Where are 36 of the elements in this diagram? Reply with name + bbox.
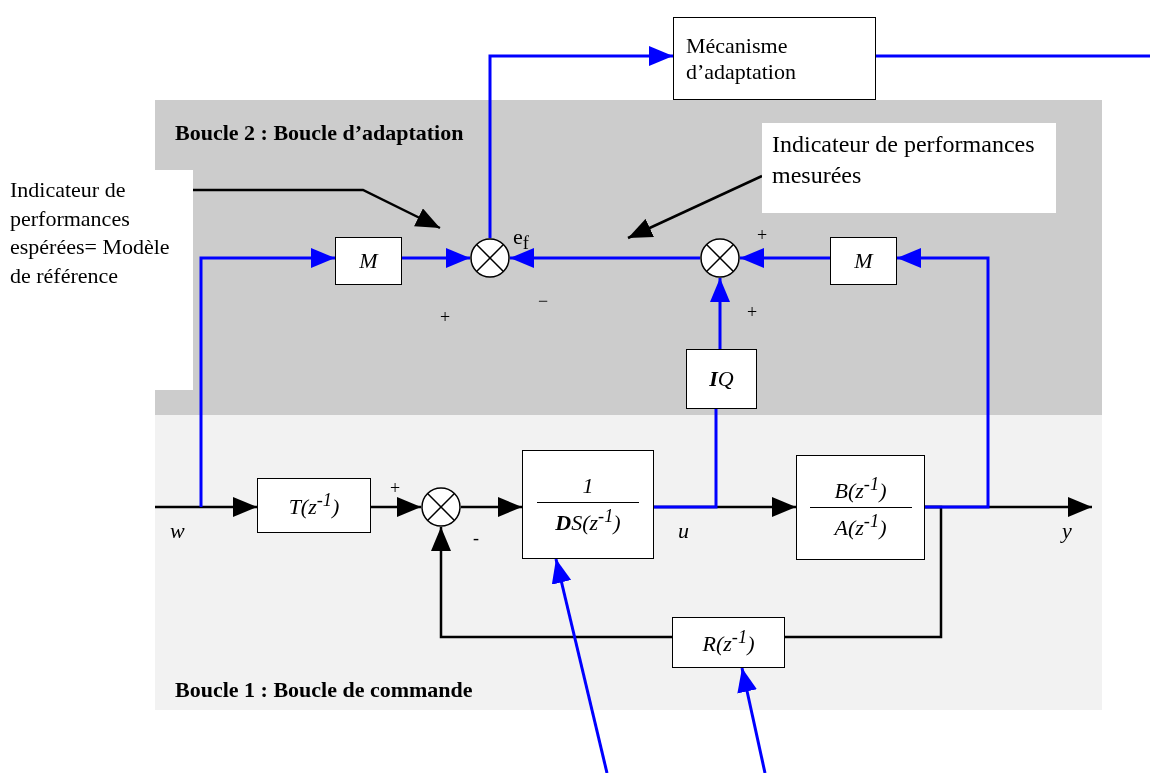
arrow	[431, 527, 672, 639]
arrow	[488, 46, 673, 238]
model-block: M	[335, 237, 402, 285]
plant-block: B(z$^{-1}$) A(z$^{-1}$)	[796, 455, 925, 560]
arrow	[737, 667, 767, 773]
sign-label: +	[390, 478, 401, 499]
sign-label: +	[757, 225, 768, 246]
annotation-text: Indicateur de performances mesurées	[772, 130, 1036, 191]
arrow	[551, 558, 609, 773]
arrow	[510, 248, 700, 268]
transfer-block: T(z$^{-1}$)	[257, 478, 371, 533]
arrow	[155, 497, 257, 517]
filter-block: IQ	[686, 349, 757, 409]
leader-line	[193, 188, 441, 230]
signal-label: e$_{f}$	[513, 224, 529, 255]
arrow	[897, 248, 990, 509]
sign-label: +	[747, 302, 758, 323]
adaptation-block: Mécanisme d’adaptation	[673, 17, 876, 100]
sign-label: +	[440, 307, 451, 328]
signal-label: u	[678, 518, 689, 544]
sign-label: -	[473, 528, 479, 549]
arrow	[199, 248, 335, 507]
model-block: M	[830, 237, 897, 285]
leader-line	[627, 174, 763, 240]
control-loop-panel	[155, 415, 1102, 710]
signal-label: y	[1062, 518, 1072, 544]
arrow	[461, 497, 522, 517]
controller-block: 1 DS(z$^{-1}$)	[522, 450, 654, 559]
signal-label: w	[170, 518, 185, 544]
sign-label: −	[538, 291, 549, 312]
feedback-block: R(z$^{-1}$)	[672, 617, 785, 668]
arrow	[710, 278, 730, 349]
arrow	[402, 248, 470, 268]
arrow	[740, 248, 830, 268]
annotation-text: Indicateur de performances espérées= Modèle de référence	[10, 176, 171, 290]
arrow	[371, 497, 421, 517]
